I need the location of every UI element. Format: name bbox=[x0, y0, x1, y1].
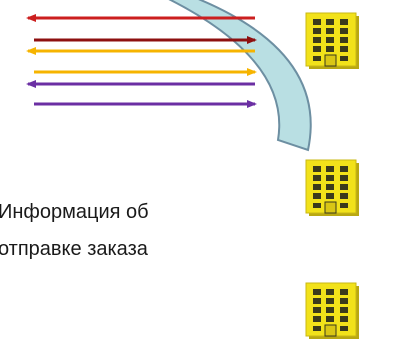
caption-line-1: Информация об bbox=[0, 201, 149, 223]
curved-band bbox=[168, 0, 312, 152]
caption-line-2: отправке заказа bbox=[0, 238, 148, 260]
office-building-icon bbox=[305, 12, 360, 70]
double-arrow-icon bbox=[26, 14, 257, 108]
office-building-icon bbox=[305, 282, 360, 340]
office-building-icon bbox=[305, 159, 360, 217]
